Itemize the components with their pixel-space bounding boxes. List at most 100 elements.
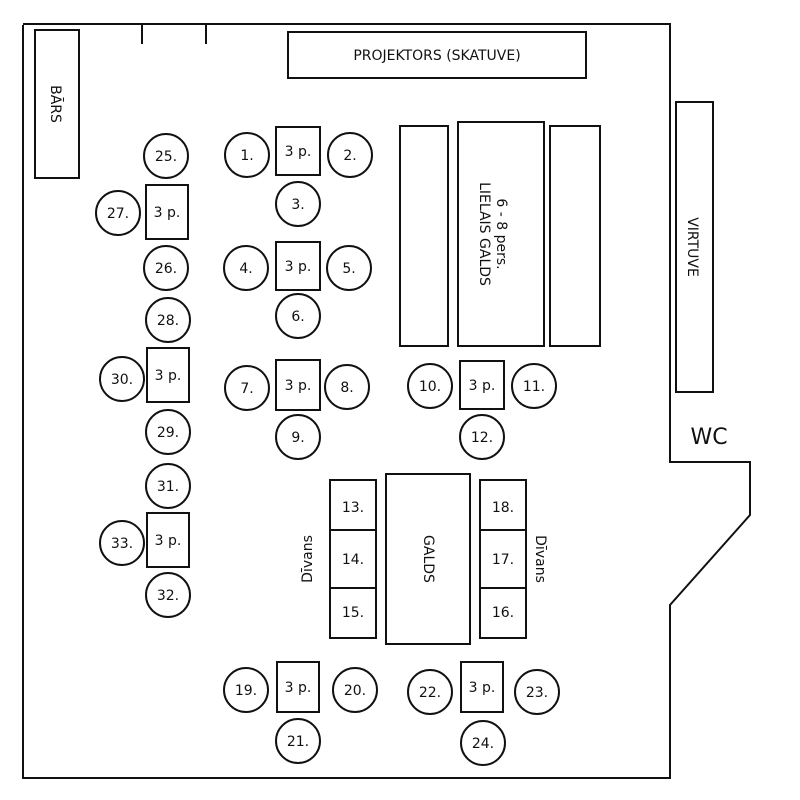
bar-counter: BĀRS [34,29,80,179]
seat-23-label: 23. [526,685,548,701]
big-table-bench-right [549,125,601,347]
wc-room: WC [690,425,727,450]
kitchen-label: VIRTUVE [684,217,700,277]
seat-31-label: 31. [157,479,179,495]
sofa-seat-15 [329,587,377,639]
center-table-group: GALDS 13. 14. 15. 18. 17. 16. Dīvans Dīv… [300,473,548,645]
small-table-H: 3 p. [276,661,320,713]
small-table-D: 3 p. [459,360,505,410]
seat-8[interactable]: 8. [324,364,370,410]
seat-20[interactable]: 20. [332,667,378,713]
seat-6-label: 6. [291,309,304,325]
seat-4-label: 4. [239,261,252,277]
small-table-C-label: 3 p. [285,378,312,394]
seat-24[interactable]: 24. [460,720,506,766]
center-table [385,473,471,645]
seat-30[interactable]: 30. [99,356,145,402]
small-table-I-label: 3 p. [469,680,496,696]
small-table-E: 3 p. [145,184,189,240]
seat-27[interactable]: 27. [95,190,141,236]
seat-2[interactable]: 2. [327,132,373,178]
seat-17-label: 17. [492,552,514,568]
small-table-A: 3 p. [275,126,321,176]
big-table-label-line1: 6 - 8 pers. [493,198,509,269]
seat-29[interactable]: 29. [145,409,191,455]
seat-12[interactable]: 12. [459,414,505,460]
seat-3[interactable]: 3. [275,181,321,227]
seat-7-label: 7. [240,381,253,397]
sofa-right-label: Dīvans [532,535,548,583]
room-outline [22,23,751,779]
seat-5[interactable]: 5. [326,245,372,291]
seat-12-label: 12. [471,430,493,446]
seat-33[interactable]: 33. [99,520,145,566]
wc-label: WC [690,425,727,450]
seat-1-label: 1. [240,148,253,164]
small-table-H-label: 3 p. [285,680,312,696]
small-table-B-label: 3 p. [285,259,312,275]
small-table-F-label: 3 p. [155,368,182,384]
seat-3-label: 3. [291,197,304,213]
seat-28-label: 28. [157,313,179,329]
seat-15-label: 15. [342,605,364,621]
seat-24-label: 24. [472,736,494,752]
seat-21[interactable]: 21. [275,718,321,764]
sofa-seat-16 [479,587,527,639]
sofa-seat-14 [329,529,377,589]
seat-25[interactable]: 25. [143,133,189,179]
seat-19[interactable]: 19. [223,667,269,713]
seat-5-label: 5. [342,261,355,277]
big-table-group: 6 - 8 pers. LIELAIS GALDS [399,121,601,347]
seat-28[interactable]: 28. [145,297,191,343]
big-table-label-line2: LIELAIS GALDS [476,182,492,286]
seat-11-label: 11. [523,379,545,395]
big-table-bench-left [399,125,449,347]
small-table-G-label: 3 p. [155,533,182,549]
seat-16-label: 16. [492,605,514,621]
seat-25-label: 25. [155,149,177,165]
seat-19-label: 19. [235,683,257,699]
seat-4[interactable]: 4. [223,245,269,291]
bar-label: BĀRS [47,85,64,123]
center-table-label: GALDS [420,535,436,583]
small-table-I: 3 p. [460,661,504,713]
seat-14-label: 14. [342,552,364,568]
seat-20-label: 20. [344,683,366,699]
seat-2-label: 2. [343,148,356,164]
seat-18-label: 18. [492,500,514,516]
seat-26-label: 26. [155,261,177,277]
seat-9-label: 9. [291,430,304,446]
small-table-E-label: 3 p. [154,205,181,221]
sofa-left-label: Dīvans [300,535,316,583]
sofa-seat-13 [329,479,377,531]
small-table-B: 3 p. [275,241,321,291]
seat-32[interactable]: 32. [145,572,191,618]
seat-10[interactable]: 10. [407,363,453,409]
small-table-C: 3 p. [275,359,321,411]
seat-33-label: 33. [111,536,133,552]
seat-22-label: 22. [419,685,441,701]
small-table-F: 3 p. [146,347,190,403]
seat-6[interactable]: 6. [275,293,321,339]
seat-11[interactable]: 11. [511,363,557,409]
projector-label: PROJEKTORS (SKATUVE) [353,48,520,64]
seat-7[interactable]: 7. [224,365,270,411]
seat-31[interactable]: 31. [145,463,191,509]
seat-13-label: 13. [342,500,364,516]
big-table [457,121,545,347]
kitchen-counter: VIRTUVE [675,101,714,393]
seat-26[interactable]: 26. [143,245,189,291]
small-table-A-label: 3 p. [285,144,312,160]
seat-22[interactable]: 22. [407,669,453,715]
seat-29-label: 29. [157,425,179,441]
seat-27-label: 27. [107,206,129,222]
seat-9[interactable]: 9. [275,414,321,460]
seat-21-label: 21. [287,734,309,750]
seat-30-label: 30. [111,372,133,388]
small-table-G: 3 p. [146,512,190,568]
seat-23[interactable]: 23. [514,669,560,715]
seat-1[interactable]: 1. [224,132,270,178]
small-table-D-label: 3 p. [469,378,496,394]
projector-stage: PROJEKTORS (SKATUVE) [287,31,587,79]
